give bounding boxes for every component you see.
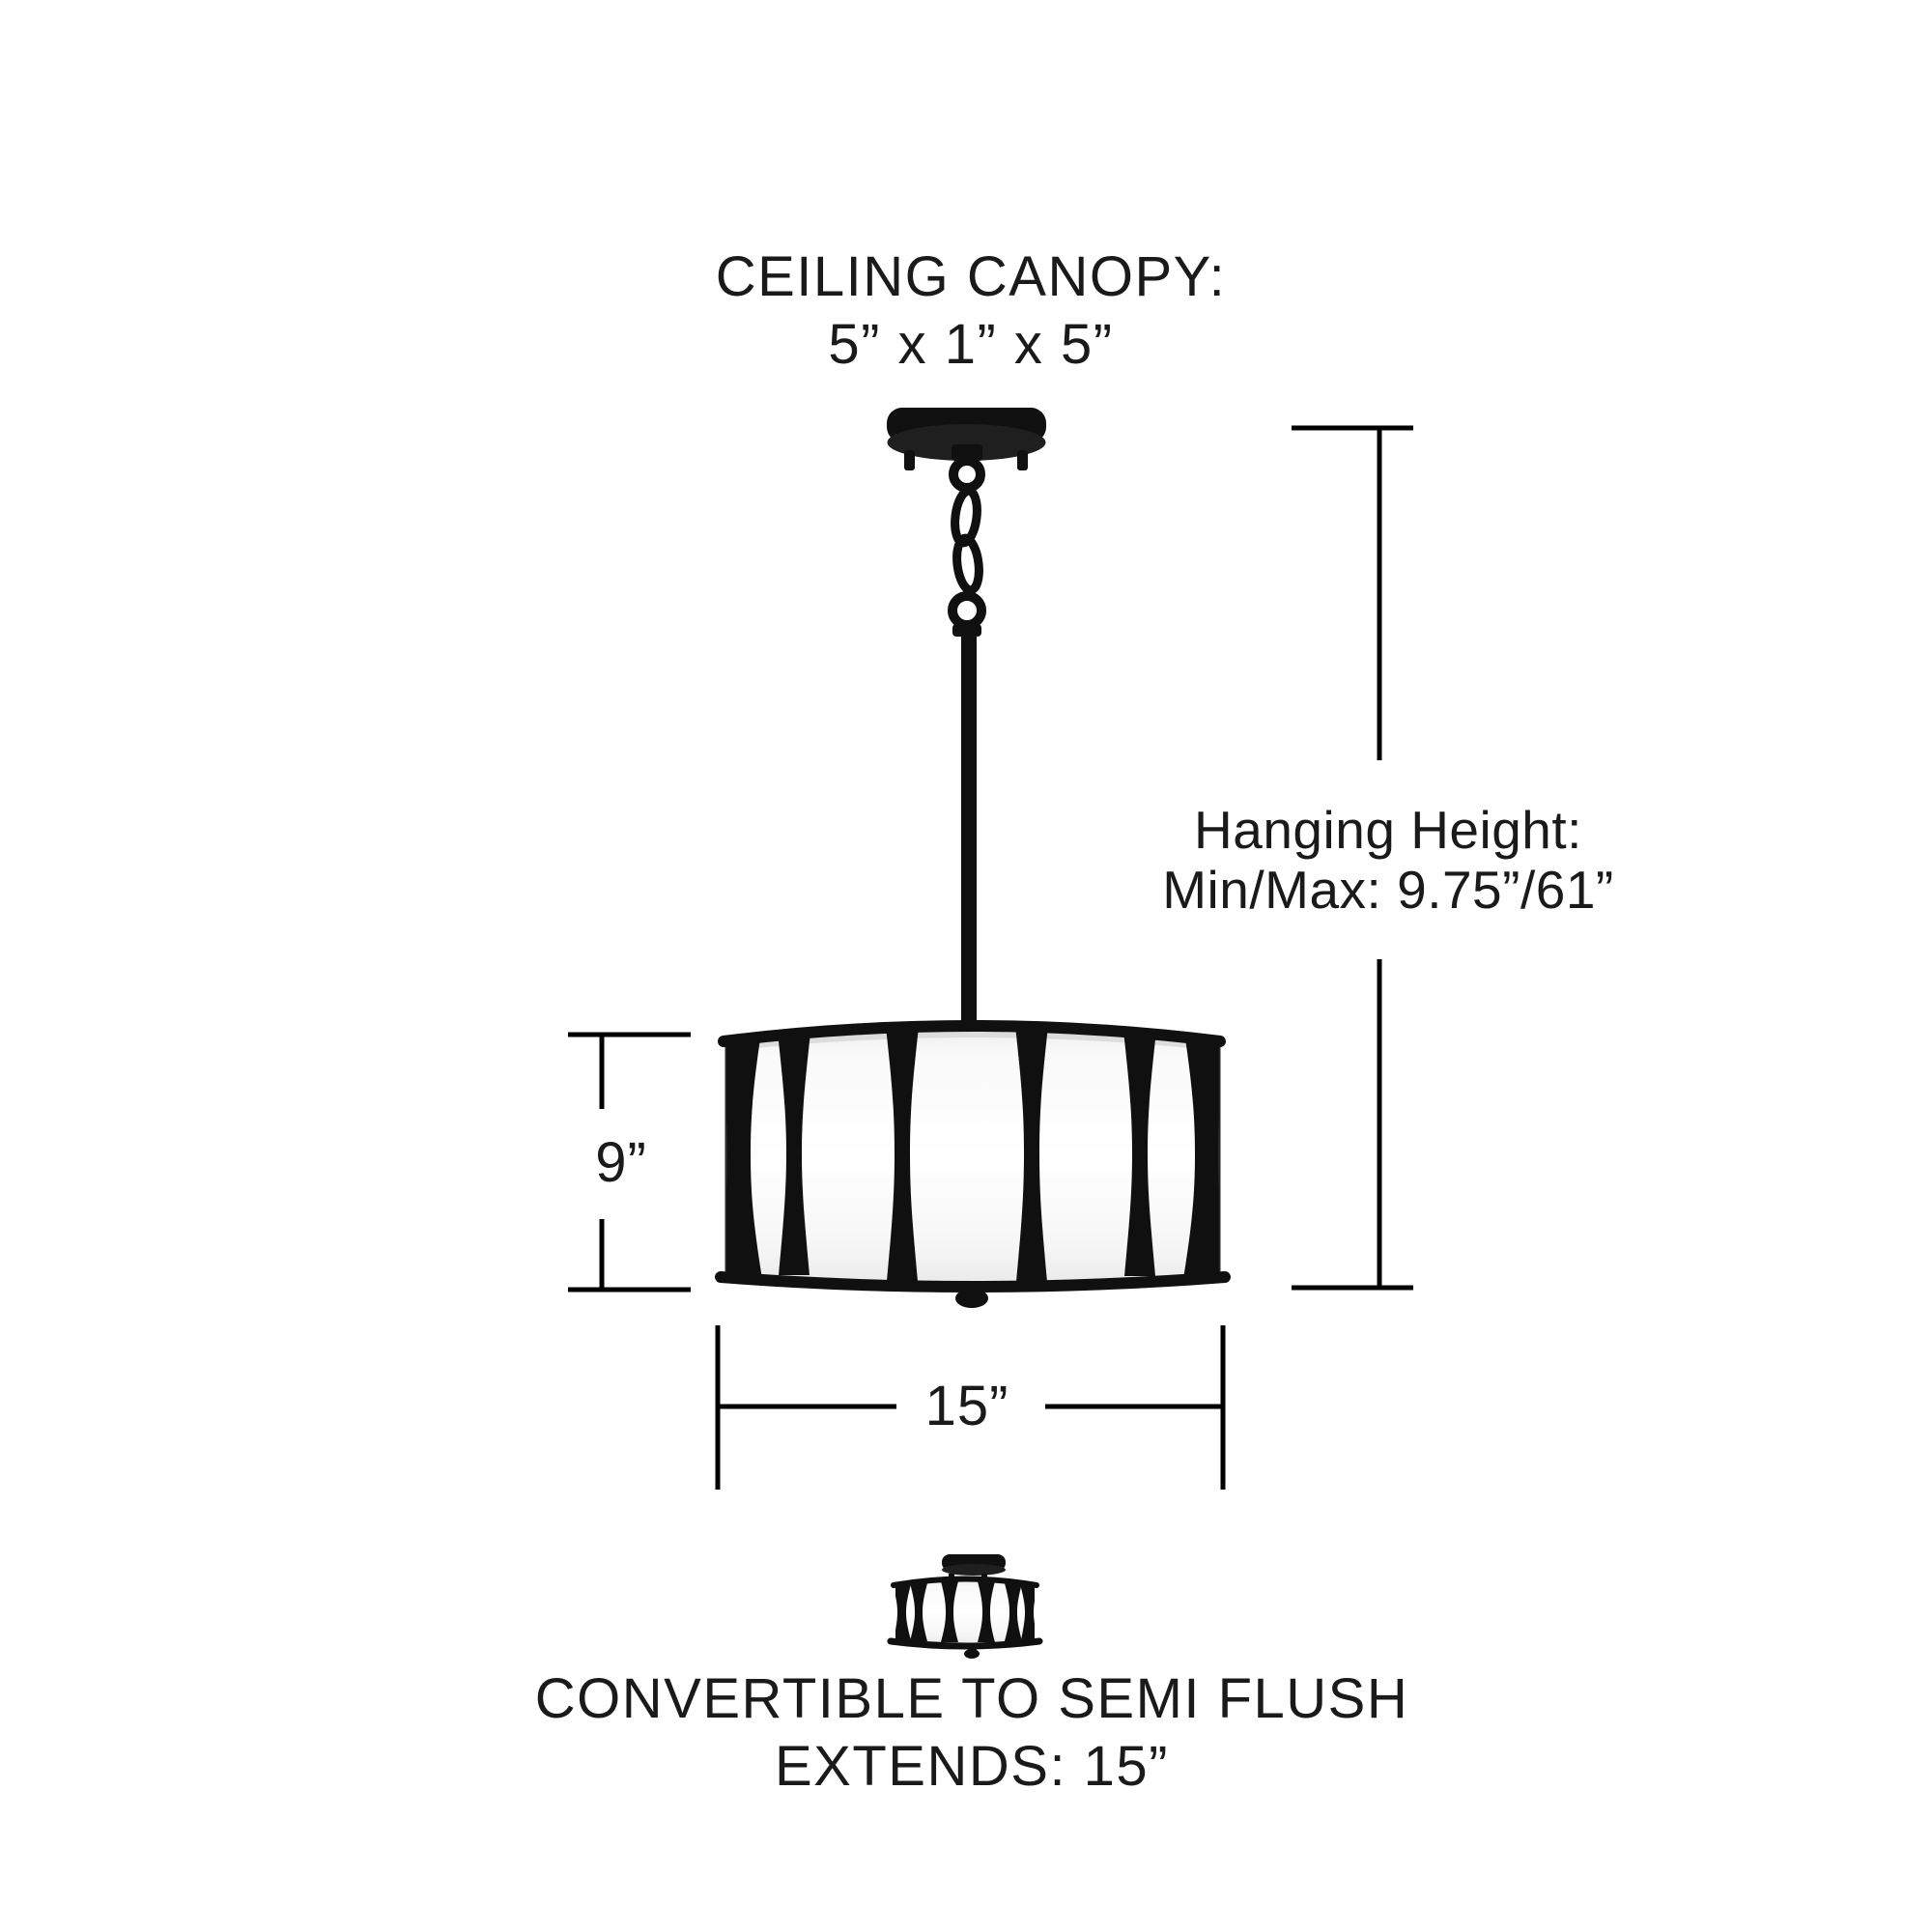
hanging-rod (952, 624, 981, 1031)
shade-width-dimension (715, 1325, 1226, 1490)
hanging-height-line1: Hanging Height: (1194, 800, 1582, 860)
ceiling-canopy (887, 408, 1046, 470)
semi-flush-fixture (887, 1554, 1043, 1659)
canopy-dimension-line1: CEILING CANOPY: (715, 245, 1227, 308)
canopy-dimension-label: CEILING CANOPY: 5” x 1” x 5” (391, 243, 1550, 379)
bottom-finial (955, 1285, 988, 1308)
canopy-dimension-line2: 5” x 1” x 5” (828, 313, 1114, 376)
drum-shade (715, 1020, 1231, 1293)
shade-height-value: 9” (595, 1131, 647, 1194)
shade-height-dimension (568, 1032, 691, 1293)
convertible-note-line2: EXTENDS: 15” (775, 1735, 1169, 1798)
hanging-height-dimension (1292, 425, 1413, 1291)
shade-width-value: 15” (924, 1375, 1009, 1437)
convertible-note-label: CONVERTIBLE TO SEMI FLUSH EXTENDS: 15” (392, 1665, 1551, 1801)
hanging-height-label: Hanging Height: Min/Max: 9.75”/61” (1098, 800, 1678, 920)
convertible-note-line1: CONVERTIBLE TO SEMI FLUSH (534, 1667, 1409, 1730)
hanging-height-line2: Min/Max: 9.75”/61” (1162, 860, 1614, 920)
shade-ribs (726, 1026, 1219, 1282)
hanging-chain (948, 456, 986, 630)
